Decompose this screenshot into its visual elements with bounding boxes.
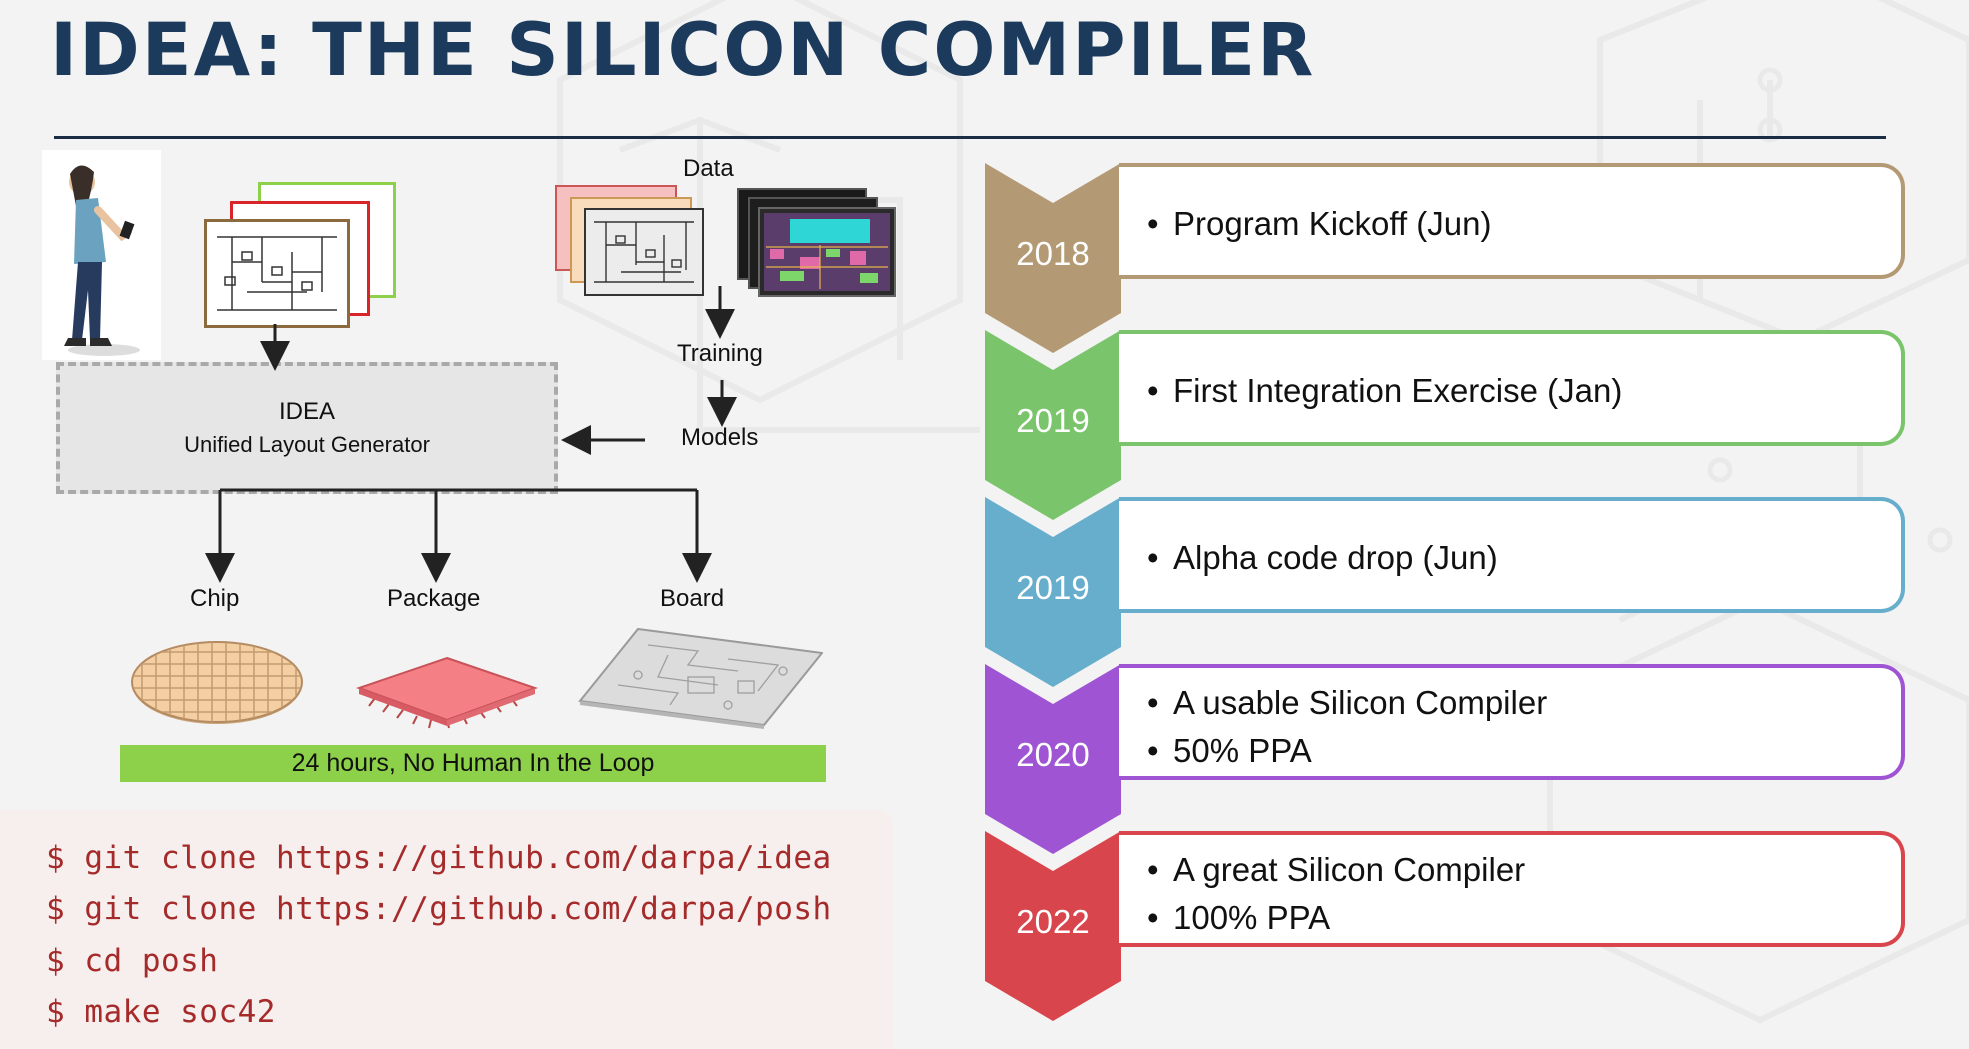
timeline-card-3: •A usable Silicon Compiler •50% PPA bbox=[1119, 664, 1905, 780]
timeline-row-2: 2019 •Alpha code drop (Jun) bbox=[985, 497, 1925, 687]
code-block: $ git clone https://github.com/darpa/ide… bbox=[0, 810, 893, 1049]
timeline-card-2: •Alpha code drop (Jun) bbox=[1119, 497, 1905, 613]
timeline-year-2: 2019 bbox=[1016, 569, 1090, 606]
unified-layout-generator-box: IDEA Unified Layout Generator bbox=[56, 362, 558, 494]
person-icon bbox=[64, 165, 140, 356]
schematic-drawing bbox=[217, 236, 337, 311]
timeline-chevron-2 bbox=[985, 497, 1121, 687]
code-line-clone-posh: $ git clone https://github.com/darpa/pos… bbox=[46, 891, 832, 927]
code-line-cd-posh: $ cd posh bbox=[46, 943, 219, 979]
output-label-chip: Chip bbox=[190, 585, 240, 612]
output-label-board: Board bbox=[660, 585, 725, 612]
models-label: Models bbox=[681, 424, 759, 451]
timeline-item: •50% PPA bbox=[1147, 732, 1312, 769]
timeline-item: •First Integration Exercise (Jan) bbox=[1147, 372, 1623, 409]
code-line-clone-idea: $ git clone https://github.com/darpa/ide… bbox=[46, 840, 832, 876]
timeline-item: •A great Silicon Compiler bbox=[1147, 851, 1526, 888]
package-icon bbox=[355, 656, 539, 729]
timeline-row-3: 2020 •A usable Silicon Compiler •50% PPA bbox=[985, 664, 1925, 854]
page-title: IDEA: THE SILICON COMPILER bbox=[50, 8, 1316, 93]
board-icon bbox=[578, 627, 823, 729]
timeline-row-1: 2019 •First Integration Exercise (Jan) bbox=[985, 330, 1925, 520]
data-label: Data bbox=[683, 155, 734, 182]
timeline-chevron-0 bbox=[985, 163, 1121, 353]
timeline-item: •Alpha code drop (Jun) bbox=[1147, 539, 1498, 576]
title-divider bbox=[54, 136, 1886, 139]
generator-title: IDEA bbox=[278, 398, 335, 425]
data-schematic-drawing bbox=[594, 221, 694, 283]
timeline-item: •100% PPA bbox=[1147, 899, 1331, 936]
timeline-year-4: 2022 bbox=[1016, 903, 1090, 940]
timeline-card-4: •A great Silicon Compiler •100% PPA bbox=[1119, 831, 1905, 947]
timeline-row-0: 2018 •Program Kickoff (Jun) bbox=[985, 163, 1925, 353]
chip-layout-drawing bbox=[764, 213, 890, 291]
timeline-year-3: 2020 bbox=[1016, 736, 1090, 773]
timeline-year-0: 2018 bbox=[1016, 235, 1090, 272]
person-illustration bbox=[42, 150, 161, 360]
output-label-package: Package bbox=[387, 585, 481, 612]
timeline-chevron-1 bbox=[985, 330, 1121, 520]
timeline-card-0: •Program Kickoff (Jun) bbox=[1119, 163, 1905, 279]
generator-subtitle: Unified Layout Generator bbox=[184, 432, 430, 457]
timeline-year-1: 2019 bbox=[1016, 402, 1090, 439]
timeline-item: •A usable Silicon Compiler bbox=[1147, 684, 1548, 721]
timeline-row-4: 2022 •A great Silicon Compiler •100% PPA bbox=[985, 831, 1925, 1021]
timeline-chevron-3 bbox=[985, 664, 1121, 854]
no-human-in-loop-banner: 24 hours, No Human In the Loop bbox=[120, 745, 826, 782]
training-label: Training bbox=[677, 340, 763, 367]
timeline-item: •Program Kickoff (Jun) bbox=[1147, 205, 1492, 242]
wafer-icon bbox=[131, 641, 303, 724]
code-line-make: $ make soc42 bbox=[46, 994, 276, 1030]
timeline-card-1: •First Integration Exercise (Jan) bbox=[1119, 330, 1905, 446]
timeline-chevron-4 bbox=[985, 831, 1121, 1021]
